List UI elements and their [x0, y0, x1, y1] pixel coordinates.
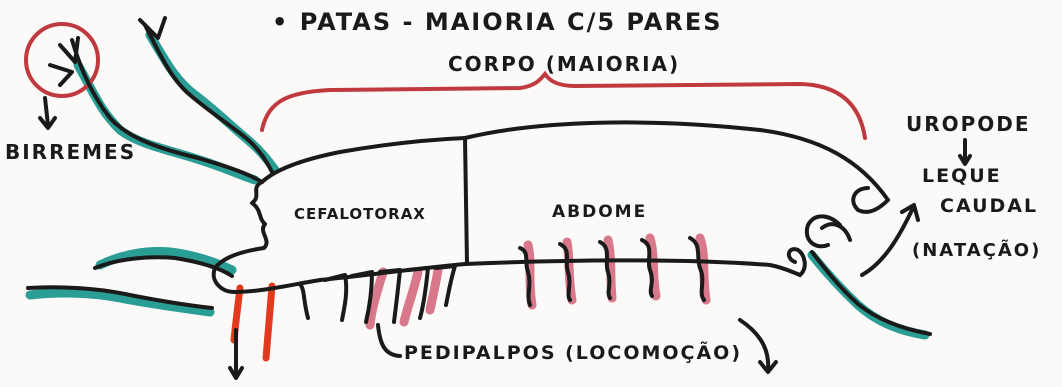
mouthpart-legs	[230, 282, 276, 362]
patas-label: • PATAS - MAIORIA C/5 PARES	[272, 8, 723, 36]
uropode-label: UROPODE	[906, 112, 1031, 136]
caudal-label: CAUDAL	[940, 195, 1039, 217]
cefalotorax-label: CEFALOTORAX	[294, 205, 426, 223]
corpo-bracket	[260, 70, 867, 140]
natacao-label: (NATAÇÃO)	[912, 240, 1042, 261]
body-outline	[26, 16, 972, 380]
pedipalpos-label: PEDIPALPOS (LOCOMOÇÃO)	[404, 342, 743, 364]
birremes-label: BIRREMES	[5, 140, 137, 164]
corpo-label: CORPO (MAIORIA)	[448, 52, 681, 76]
abdome-label: ABDOME	[552, 202, 648, 222]
leg-shading	[365, 233, 711, 330]
leque-label: LEQUE	[922, 165, 1002, 187]
antenna-shading	[25, 30, 930, 340]
birremes-circle	[24, 22, 100, 98]
